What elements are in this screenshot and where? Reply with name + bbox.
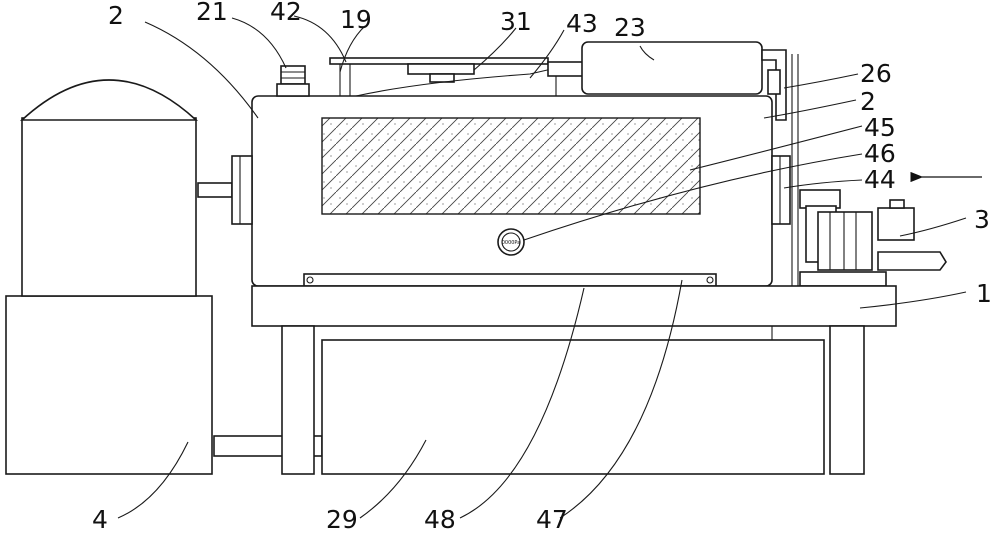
reference-numerals: 2 21 42 19 31 43 23 26 2 45 46 44 3 1 4 …	[92, 0, 992, 534]
ref-3: 3	[974, 205, 990, 234]
ref-29: 29	[326, 505, 358, 534]
gauge-readout: 0000Pa	[502, 240, 521, 246]
ref-21: 21	[196, 0, 228, 26]
pump-3	[799, 189, 947, 287]
base-frame-1	[251, 285, 897, 475]
ref-47: 47	[536, 505, 568, 534]
ref-42: 42	[270, 0, 302, 26]
ref-45: 45	[864, 113, 896, 142]
top-assembly	[276, 41, 799, 290]
ref-43: 43	[566, 9, 598, 38]
ref-44: 44	[864, 165, 896, 194]
ref-23: 23	[614, 13, 646, 42]
ref-1: 1	[976, 279, 992, 308]
left-tank-4	[5, 79, 323, 475]
ref-2-right: 2	[860, 87, 876, 116]
ref-26: 26	[860, 59, 892, 88]
leader-lines	[117, 15, 967, 519]
pressure-gauge-46: 0000Pa	[497, 228, 525, 256]
ref-2-left: 2	[108, 1, 124, 30]
ref-46: 46	[864, 139, 896, 168]
filter-screen-45	[321, 117, 701, 215]
ref-48: 48	[424, 505, 456, 534]
main-housing-2: 0000Pa	[231, 95, 791, 287]
ref-31: 31	[500, 7, 532, 36]
ref-19: 19	[340, 5, 372, 34]
ref-4: 4	[92, 505, 108, 534]
